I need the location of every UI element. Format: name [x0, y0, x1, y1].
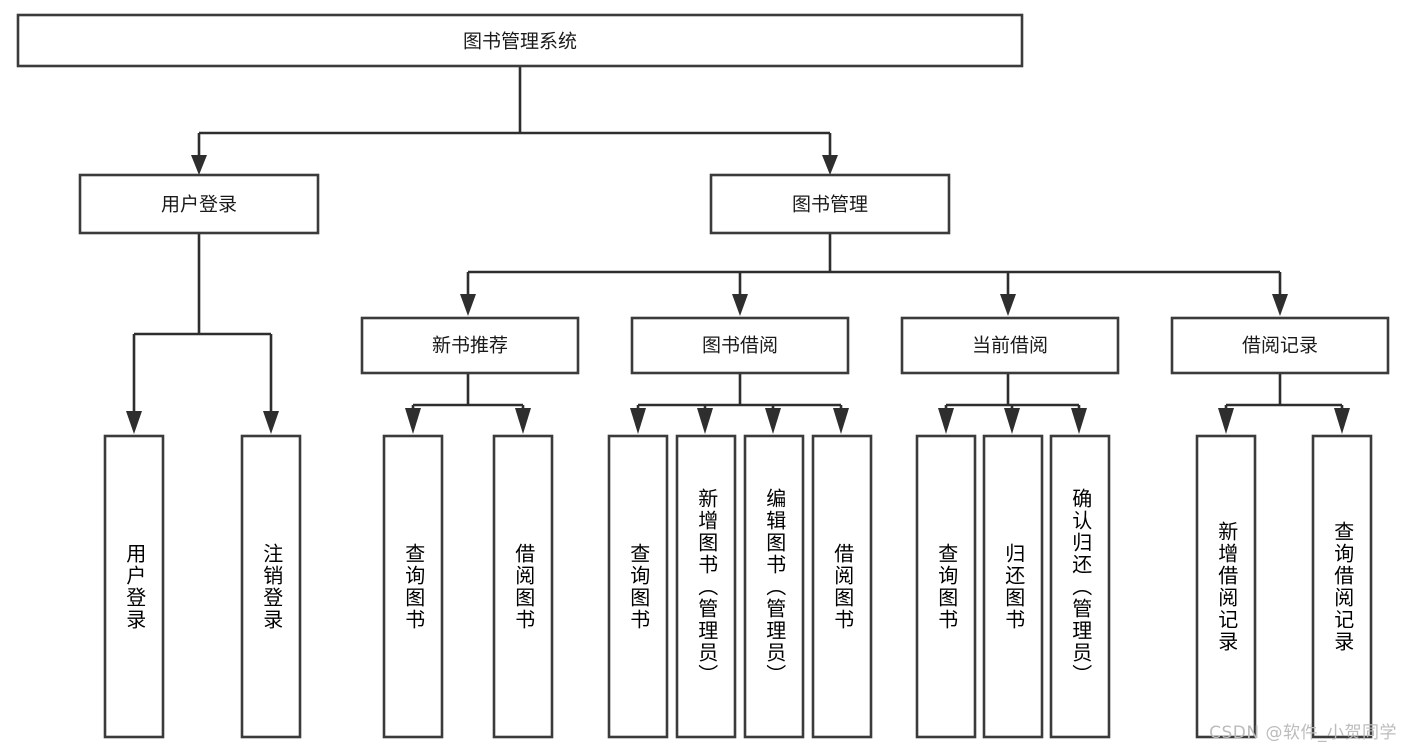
- leaf-label: 借阅图书: [830, 542, 855, 631]
- node-borrow-record-label: 借阅记录: [1242, 335, 1318, 357]
- leaf-box[interactable]: [1195, 434, 1257, 739]
- node-book-borrow[interactable]: 图书借阅: [630, 316, 850, 375]
- arrow-head-bb-query: [630, 408, 646, 434]
- leaf-label: 查询图书: [934, 542, 959, 631]
- leaf-label: 确认归还（管理员）: [1068, 487, 1093, 686]
- leaf-box[interactable]: [607, 434, 669, 739]
- arrow-head-leaf-user-login: [126, 411, 142, 434]
- node-current-borrow[interactable]: 当前借阅: [900, 316, 1120, 375]
- leaf-user-login-login[interactable]: 用户登录: [103, 434, 165, 739]
- arrow-head-cb-query: [938, 408, 954, 434]
- leaf-box[interactable]: [492, 434, 554, 739]
- arrow-head-book-manage: [822, 155, 838, 175]
- leaf-box[interactable]: [382, 434, 444, 739]
- leaf-new-book-query[interactable]: 查询图书: [382, 434, 444, 739]
- arrow-head-bb-edit: [765, 408, 781, 434]
- arrow-head-bookborrow: [732, 294, 748, 316]
- leaf-box[interactable]: [743, 434, 805, 739]
- leaf-label: 新增借阅记录: [1214, 520, 1239, 653]
- node-book-manage-label: 图书管理: [792, 194, 868, 216]
- node-book-manage-box[interactable]: [709, 173, 951, 235]
- leaf-box[interactable]: [103, 434, 165, 739]
- arrow-head-nb-query: [405, 408, 421, 434]
- arrow-head-cb-return: [1004, 408, 1020, 434]
- leaf-current-borrow-query[interactable]: 查询图书: [915, 434, 977, 739]
- leaf-book-borrow-query[interactable]: 查询图书: [607, 434, 669, 739]
- node-root-box[interactable]: [16, 13, 1024, 68]
- node-book-manage[interactable]: 图书管理: [709, 173, 951, 235]
- arrow-head-newbook: [460, 294, 476, 316]
- leaf-label: 注销登录: [259, 542, 284, 631]
- leaf-borrow-record-query[interactable]: 查询借阅记录: [1311, 434, 1373, 739]
- leaf-box[interactable]: [240, 434, 302, 739]
- node-current-borrow-label: 当前借阅: [972, 335, 1048, 357]
- leaf-label: 借阅图书: [511, 542, 536, 631]
- leaf-box[interactable]: [1311, 434, 1373, 739]
- node-user-login[interactable]: 用户登录: [78, 173, 320, 235]
- node-user-login-box[interactable]: [78, 173, 320, 235]
- leaf-box[interactable]: [1049, 434, 1111, 739]
- arrow-head-nb-borrow: [515, 408, 531, 434]
- node-current-borrow-box[interactable]: [900, 316, 1120, 375]
- arrow-head-br-add: [1218, 408, 1234, 434]
- leaf-label: 查询图书: [626, 542, 651, 631]
- arrow-head-cb-confirm: [1071, 408, 1087, 434]
- leaf-label: 查询图书: [401, 542, 426, 631]
- leaf-borrow-record-add[interactable]: 新增借阅记录: [1195, 434, 1257, 739]
- arrow-head-bb-borrow: [833, 408, 849, 434]
- arrow-head-user-login: [191, 155, 207, 175]
- leaf-label: 查询借阅记录: [1330, 520, 1355, 653]
- leaf-box[interactable]: [915, 434, 977, 739]
- connector-layer: [126, 66, 1350, 434]
- node-new-book-rec-box[interactable]: [360, 316, 580, 375]
- leaf-label: 编辑图书（管理员）: [762, 487, 787, 686]
- node-borrow-record[interactable]: 借阅记录: [1170, 316, 1390, 375]
- leaf-current-borrow-return[interactable]: 归还图书: [982, 434, 1044, 739]
- leaf-book-borrow-add[interactable]: 新增图书（管理员）: [675, 434, 737, 739]
- leaf-label: 用户登录: [122, 542, 147, 631]
- node-new-book-rec-label: 新书推荐: [432, 335, 508, 357]
- arrow-head-bb-add: [697, 408, 713, 434]
- leaf-user-login-logout[interactable]: 注销登录: [240, 434, 302, 739]
- node-root[interactable]: 图书管理系统: [16, 13, 1024, 68]
- node-borrow-record-box[interactable]: [1170, 316, 1390, 375]
- arrow-head-br-query: [1334, 408, 1350, 434]
- arrow-head-currentborrow: [1000, 294, 1016, 316]
- node-user-login-label: 用户登录: [161, 194, 237, 216]
- leaf-new-book-borrow[interactable]: 借阅图书: [492, 434, 554, 739]
- leaf-label: 归还图书: [1001, 542, 1026, 631]
- leaf-box[interactable]: [675, 434, 737, 739]
- leaf-box[interactable]: [811, 434, 873, 739]
- arrow-head-borrowrecord: [1272, 294, 1288, 316]
- leaf-book-borrow-borrow[interactable]: 借阅图书: [811, 434, 873, 739]
- leaf-current-borrow-confirm[interactable]: 确认归还（管理员）: [1049, 434, 1111, 739]
- node-book-borrow-label: 图书借阅: [702, 335, 778, 357]
- node-new-book-rec[interactable]: 新书推荐: [360, 316, 580, 375]
- node-book-borrow-box[interactable]: [630, 316, 850, 375]
- node-root-label: 图书管理系统: [463, 31, 577, 53]
- leaf-box[interactable]: [982, 434, 1044, 739]
- leaf-book-borrow-edit[interactable]: 编辑图书（管理员）: [743, 434, 805, 739]
- leaf-label: 新增图书（管理员）: [694, 487, 719, 686]
- arrow-head-leaf-logout: [263, 411, 279, 434]
